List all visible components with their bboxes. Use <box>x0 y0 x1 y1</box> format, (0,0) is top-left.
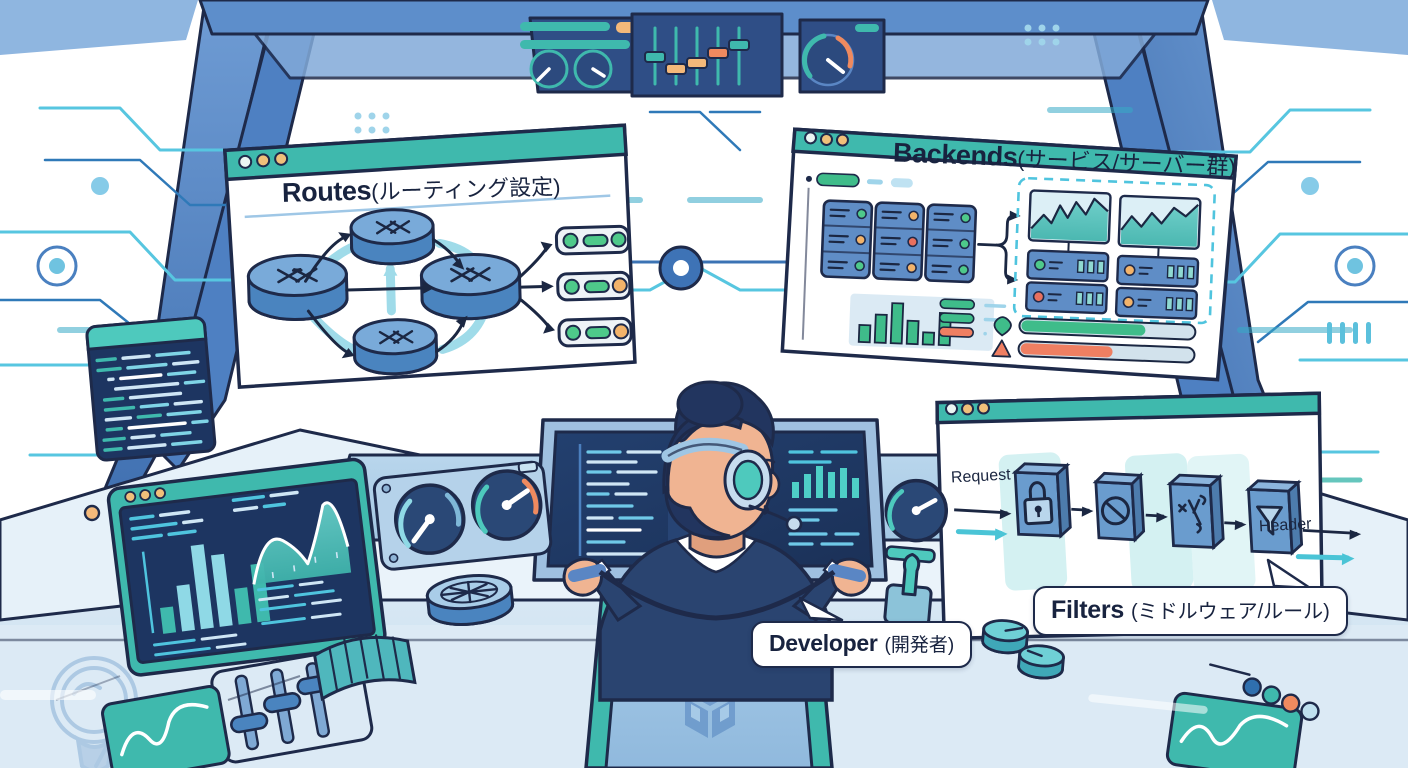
server-rack[interactable] <box>820 199 874 280</box>
monitor-metrics <box>788 450 860 546</box>
router-node[interactable] <box>246 253 349 321</box>
routes-title-en: Routes <box>281 175 372 208</box>
routes-title-jp: (ルーティング設定) <box>370 174 561 205</box>
backends-status-chips <box>805 172 913 188</box>
overhead-center-module <box>630 12 784 98</box>
console-vent <box>312 634 417 702</box>
router-node[interactable] <box>349 208 436 266</box>
chart-legend <box>938 298 1007 338</box>
right-console[interactable] <box>876 478 949 628</box>
header-flow-label: Header <box>1258 515 1312 536</box>
block-icon <box>1100 496 1130 526</box>
request-flow-label: Request <box>950 466 1011 487</box>
cluster-server-row[interactable] <box>1116 254 1200 288</box>
endpoint-node[interactable] <box>556 270 632 302</box>
routes-arrow-heads <box>338 232 556 359</box>
monitor-code-lines <box>586 450 662 556</box>
window-dot-max[interactable] <box>977 401 991 415</box>
developer-callout: Developer (開発者) <box>751 621 973 668</box>
window-dot-min[interactable] <box>819 132 833 146</box>
window-dot-min[interactable] <box>256 153 271 168</box>
dash-strips <box>0 675 1208 714</box>
window-dot-close[interactable] <box>945 402 959 416</box>
router-node-aggregator[interactable] <box>419 253 522 321</box>
lock-icon <box>1023 481 1054 526</box>
window-dot-close[interactable] <box>804 131 818 145</box>
dashboard-text-lines <box>129 490 299 541</box>
window-dot-max[interactable] <box>835 133 849 147</box>
backends-bar-chart <box>848 293 1007 351</box>
sparkline-card[interactable] <box>1027 189 1112 245</box>
tick-marks <box>1327 322 1371 344</box>
bottom-left-screen[interactable] <box>101 685 231 768</box>
filters-label-jp: (ミドルウェア/ルール) <box>1130 601 1330 623</box>
developer-label-jp: (開発者) <box>884 635 955 656</box>
window-dot-min[interactable] <box>961 402 975 416</box>
filters-callout: Filters (ミドルウェア/ルール) <box>1033 586 1348 636</box>
cluster-server-row[interactable] <box>1025 281 1109 315</box>
window-dot-min[interactable] <box>139 489 152 501</box>
transform-icon <box>1177 494 1207 534</box>
dashboard-area-chart <box>252 501 352 585</box>
sparkline-card[interactable] <box>1117 194 1202 250</box>
window-dot-max[interactable] <box>154 487 166 500</box>
router-node[interactable] <box>352 318 439 376</box>
window-dot-close[interactable] <box>124 490 137 503</box>
cluster-server-row[interactable] <box>1114 286 1198 320</box>
backend-cluster-group <box>1012 176 1216 325</box>
health-bar-healthy <box>993 316 1197 341</box>
filter-stage-funnel[interactable] <box>1244 479 1304 556</box>
window-dot-max[interactable] <box>274 151 289 166</box>
filters-label-en: Filters <box>1051 596 1124 624</box>
rotary-disc-control[interactable] <box>425 572 515 629</box>
filter-stage-block[interactable] <box>1092 471 1146 543</box>
control-yoke[interactable] <box>568 564 866 621</box>
gauge[interactable] <box>469 468 544 543</box>
funnel-icon <box>1256 505 1283 536</box>
server-rack[interactable] <box>924 203 978 284</box>
filter-stage-lock[interactable] <box>1011 461 1072 539</box>
overhead-right-module <box>798 18 886 94</box>
circuit-node <box>36 177 1376 287</box>
joystick-icon[interactable] <box>883 552 934 628</box>
health-bar-warning <box>991 339 1196 364</box>
indicator-dots[interactable] <box>1206 663 1323 721</box>
gauge[interactable] <box>392 482 467 557</box>
warning-lamp[interactable] <box>83 504 101 522</box>
server-rack[interactable] <box>872 201 926 282</box>
endpoint-node[interactable] <box>557 316 633 348</box>
dashboard-footer-lines <box>153 580 342 657</box>
developer-label-en: Developer <box>769 630 878 656</box>
central-hub-node <box>600 245 790 292</box>
gauge-cluster[interactable] <box>372 460 553 571</box>
indicator-dot[interactable] <box>1242 677 1262 697</box>
filter-stage-transform[interactable] <box>1166 473 1225 551</box>
window-dot-close[interactable] <box>238 154 253 169</box>
endpoint-node[interactable] <box>554 224 631 256</box>
indicator-dot[interactable] <box>1300 701 1320 721</box>
bottom-right-screen[interactable] <box>1165 691 1304 768</box>
console-knobs[interactable] <box>980 619 1066 680</box>
indicator-dot[interactable] <box>1280 693 1301 713</box>
cluster-server-row[interactable] <box>1026 249 1110 283</box>
indicator-dot[interactable] <box>1261 685 1282 705</box>
backends-title-en: Backends <box>892 137 1018 173</box>
